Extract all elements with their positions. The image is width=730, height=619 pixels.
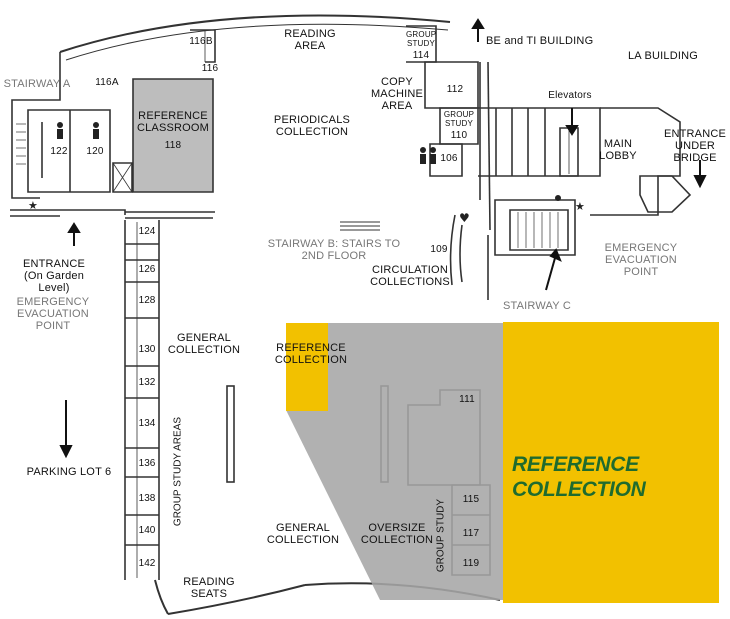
emergency-evacuation-left-label: EMERGENCY EVACUATION POINT [16,296,90,332]
study-room-label: 124 [138,226,156,237]
room-119-label: 119 [462,558,480,569]
room-111-label: 111 [459,394,475,405]
study-room-label: 134 [138,418,156,429]
group-study-110-label: GROUP STUDY [443,110,475,128]
room-117-label: 117 [462,528,480,539]
room-116a-label: 116A [95,77,119,88]
oversize-collection-label: OVERSIZE COLLECTION [360,522,434,546]
study-room-label: 128 [138,295,156,306]
general-collection-mid-label: GENERAL COLLECTION [167,332,241,356]
study-room-label: 136 [138,458,156,469]
reading-area-label: READING AREA [284,28,336,52]
study-room-label: 132 [138,377,156,388]
entrance-garden-label: ENTRANCE (On Garden Level) [22,258,86,294]
entrance-under-bridge-label: ENTRANCE UNDER BRIDGE [663,128,727,164]
copy-machine-area-label: COPY MACHINE AREA [370,76,424,112]
group-study-114-label: GROUP STUDY [406,30,437,48]
room-114-label: 114 [412,50,430,61]
reference-collection-map-label: REFERENCE COLLECTION [274,342,348,366]
study-room-label: 138 [138,493,156,504]
svg-text:★: ★ [575,200,585,213]
room-116b-label: 116B [189,36,213,47]
group-study-areas-label: GROUP STUDY AREAS [172,416,184,527]
room-110-label: 110 [450,130,468,141]
study-room-label: 142 [138,558,156,569]
callout-wedge [286,323,503,600]
study-room-label: 130 [138,344,156,355]
circulation-collections-label: CIRCULATION COLLECTIONS [370,264,450,288]
elevators-label: Elevators [548,90,592,101]
study-room-label: 140 [138,525,156,536]
study-room-label: 126 [138,264,156,275]
reading-seats-label: READING SEATS [183,576,235,600]
room-122-label: 122 [50,146,68,157]
emergency-evacuation-right-label: EMERGENCY EVACUATION POINT [604,242,678,278]
room-112-label: 112 [446,84,464,95]
stairway-c-label: STAIRWAY C [502,300,571,312]
svg-text:♥: ♥ [459,211,470,225]
main-lobby-label: MAIN LOBBY [599,138,637,162]
stairway-b-label: STAIRWAY B: STAIRS TO 2ND FLOOR [267,238,401,262]
highlight-panel [503,322,719,603]
group-study-right-label: GROUP STUDY [435,498,447,573]
room-118-label: 118 [164,140,182,151]
restroom-icons [57,122,561,201]
stairway-a-label: STAIRWAY A [3,78,71,90]
parking-lot-label: PARKING LOT 6 [26,466,112,478]
room-120-label: 120 [86,146,104,157]
room-106-label: 106 [440,153,458,164]
general-collection-bottom-label: GENERAL COLLECTION [266,522,340,546]
reference-classroom-label: REFERENCE CLASSROOM [136,110,210,134]
room-115-label: 115 [462,494,480,505]
room-116-label: 116 [201,63,219,74]
be-ti-building-label: BE and TI BUILDING [486,35,594,47]
reference-marker [286,323,328,411]
periodicals-collection-label: PERIODICALS COLLECTION [273,114,351,138]
la-building-label: LA BUILDING [627,50,699,62]
room-109-label: 109 [430,244,448,255]
svg-text:★: ★ [28,199,38,212]
highlight-title: REFERENCE COLLECTION [512,453,646,501]
